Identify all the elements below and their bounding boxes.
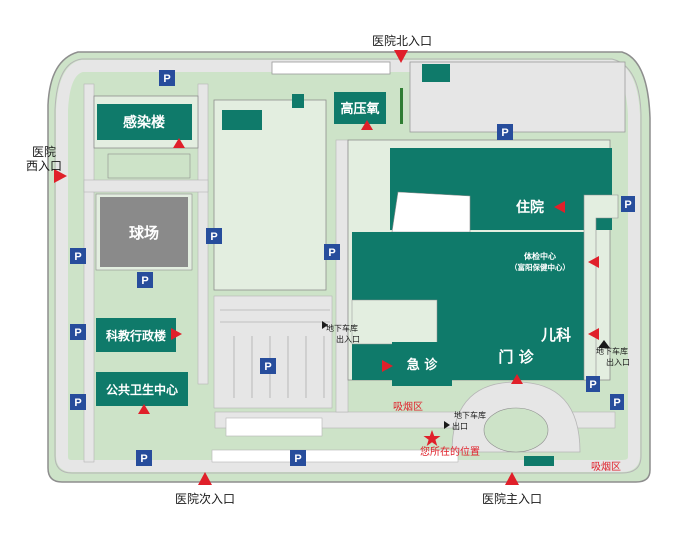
red-triangle-marker-icon [588,328,599,340]
garage-exit-label: 地下车库 [454,410,486,420]
star-location-icon [423,430,441,446]
red-triangle-marker-icon [361,120,373,130]
internal-road [335,139,349,413]
entrance-marker-icon [198,472,212,485]
parking-sign: P [613,397,620,409]
red-triangle-marker-icon [138,404,150,414]
northeast-small-building [422,64,450,82]
infection-building [97,104,192,140]
admin-building [96,318,176,352]
hyperbaric-oxygen-label: 高压氧 [340,101,379,117]
you-are-here-label: 您所在的位置 [420,445,480,458]
perimeter-road-edge [54,58,642,474]
emergency-building [392,342,452,386]
perimeter-road [56,60,640,472]
entrance-marker-icon [394,50,408,63]
garage-exit-label-2: 出口 [452,421,468,431]
green-area [107,153,191,179]
parking-lot [213,295,333,409]
north-gate-pillar [400,88,403,124]
secondary-entrance-label: 医院次入口 [175,492,235,506]
checkup-center-sub-label: （富阳保健中心） [510,262,570,272]
north-entrance-label: 医院北入口 [372,34,432,48]
parking-sign: P [501,127,508,139]
parking-icon: P [70,248,86,264]
red-triangle-marker-icon [588,256,599,268]
ball-court [100,197,188,267]
parking-icon: P [136,450,152,466]
red-triangle-marker-icon [511,374,523,384]
parking-sign: P [210,231,217,243]
parking-sign: P [74,327,81,339]
southeast-building [524,456,554,466]
garage-east-label-2: 出入口 [606,357,630,367]
central-building-roof [292,94,304,108]
parking-sign: P [589,379,596,391]
entrance-marker-icon [505,472,519,485]
emergency-label: 急 诊 [407,357,439,373]
parking-sign: P [141,275,148,287]
smoking-area-label: 吸烟区 [393,400,423,413]
parking-icon: P [324,244,340,260]
red-triangle-marker-icon [554,201,565,213]
inpatient-atrium [391,191,471,233]
outpatient-label: 门 诊 [498,348,534,366]
main-entrance-label: 医院主入口 [482,492,542,506]
parking-sign: P [140,453,147,465]
internal-road [271,61,391,75]
red-triangle-marker-icon [173,138,185,148]
parking-icon: P [586,376,600,392]
garage-east-label: 地下车库 [596,346,628,356]
infection-building-label: 感染楼 [123,114,165,131]
garage-entrance-label-2: 出入口 [336,334,360,344]
courtyard-gap [351,299,438,345]
smoking-area-label: 吸烟区 [591,460,621,473]
parking-sign: P [74,251,81,263]
west-entrance-label-2: 西入口 [26,159,62,173]
parking-sign: P [264,361,271,373]
parking-icon: P [610,394,624,410]
roundabout [483,407,549,453]
parking-icon: P [290,450,306,466]
public-health-center-label: 公共卫生中心 [106,382,178,397]
internal-road [83,179,209,193]
ball-court-label: 球场 [129,224,159,242]
parking-sign: P [624,199,631,211]
inpatient-label: 住院 [516,199,544,216]
garage-entrance-label: 地下车库 [326,323,358,333]
parking-icon: P [70,394,86,410]
parking-icon: P [260,358,276,374]
parking-stalls [220,309,330,398]
central-building [213,99,327,291]
parking-icon: P [497,124,513,140]
red-triangle-marker-icon [171,328,182,340]
central-building-roof [222,110,262,130]
pediatrics-label: 儿科 [540,326,571,344]
parking-icon: P [159,70,175,86]
parking-icon: P [206,228,222,244]
black-triangle-arrow-icon [598,340,610,348]
black-triangle-arrow-icon [322,321,328,329]
admin-building-label: 科教行政楼 [106,328,166,343]
west-entrance-label: 医院 [32,145,56,159]
red-triangle-marker-icon [382,360,393,372]
parking-sign: P [294,453,301,465]
checkup-center-label: 体检中心 [524,251,556,261]
hyperbaric-oxygen-building [334,92,386,124]
black-triangle-arrow-icon [444,421,450,429]
parking-icon: P [621,196,635,212]
parking-icon: P [137,272,153,288]
parking-sign: P [328,247,335,259]
entrance-marker-icon [54,169,67,183]
parking-sign: P [163,73,170,85]
parking-icon: P [70,324,86,340]
internal-road [83,83,95,463]
south-parking-strip [211,449,459,463]
parking-sign: P [74,397,81,409]
public-health-center [96,372,188,406]
south-strip [225,417,323,437]
